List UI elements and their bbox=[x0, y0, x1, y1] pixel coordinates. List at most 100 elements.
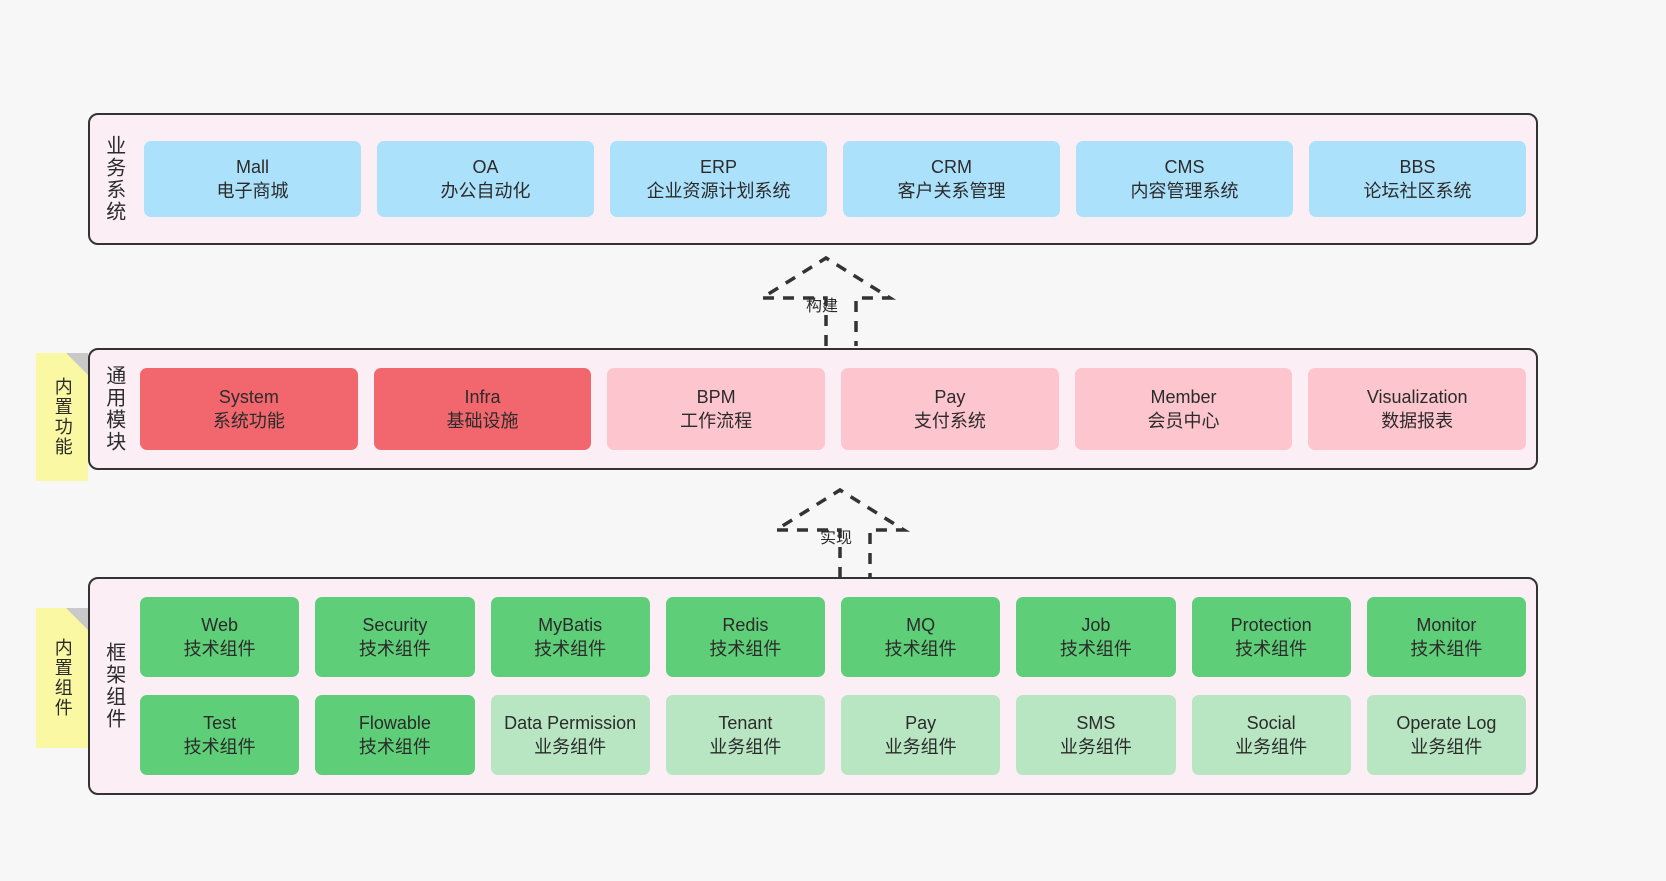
card-title: Visualization bbox=[1366, 386, 1468, 407]
card-member[interactable]: Member 会员中心 bbox=[1074, 368, 1293, 450]
card-title: Web bbox=[201, 614, 238, 635]
layer-body-framework-components: Web 技术组件 Security 技术组件 MyBatis 技术组件 Redi… bbox=[136, 579, 1536, 793]
card-infra[interactable]: Infra 基础设施 bbox=[373, 368, 592, 450]
card-title: Protection bbox=[1230, 614, 1312, 635]
card-title: Operate Log bbox=[1396, 712, 1497, 733]
card-mybatis[interactable]: MyBatis 技术组件 bbox=[490, 597, 650, 677]
card-title: Job bbox=[1081, 614, 1111, 635]
card-subtitle: 业务组件 bbox=[534, 737, 607, 757]
card-title: Tenant bbox=[718, 712, 773, 733]
card-title: BPM bbox=[696, 386, 736, 407]
card-subtitle: 技术组件 bbox=[534, 639, 607, 659]
card-row: Test 技术组件 Flowable 技术组件 Data Permission … bbox=[140, 695, 1526, 775]
card-subtitle: 技术组件 bbox=[358, 737, 431, 757]
card-subtitle: 业务组件 bbox=[1410, 737, 1483, 757]
card-tenant[interactable]: Tenant 业务组件 bbox=[665, 695, 825, 775]
card-security[interactable]: Security 技术组件 bbox=[315, 597, 475, 677]
card-title: Test bbox=[203, 712, 237, 733]
card-title: Flowable bbox=[358, 712, 431, 733]
connector-implement-label: 实现 bbox=[820, 530, 853, 547]
card-title: Security bbox=[362, 614, 428, 635]
card-oa[interactable]: OA 办公自动化 bbox=[377, 141, 594, 217]
note-fold-corner-icon bbox=[66, 608, 88, 630]
card-title: Mall bbox=[235, 156, 269, 177]
card-subtitle: 系统功能 bbox=[212, 411, 285, 431]
card-title: Redis bbox=[722, 614, 769, 635]
card-subtitle: 企业资源计划系统 bbox=[646, 181, 791, 201]
card-subtitle: 业务组件 bbox=[1235, 737, 1308, 757]
card-subtitle: 客户关系管理 bbox=[897, 181, 1006, 201]
card-mq[interactable]: MQ 技术组件 bbox=[841, 597, 1001, 677]
card-subtitle: 技术组件 bbox=[1410, 639, 1483, 659]
card-subtitle: 技术组件 bbox=[1059, 639, 1132, 659]
layer-body-common-modules: System 系统功能 Infra 基础设施 BPM 工作流程 Pay 支付系统… bbox=[136, 350, 1536, 468]
card-sms[interactable]: SMS 业务组件 bbox=[1016, 695, 1176, 775]
card-title: MQ bbox=[906, 614, 936, 635]
card-title: CMS bbox=[1164, 156, 1205, 177]
card-social[interactable]: Social 业务组件 bbox=[1191, 695, 1351, 775]
card-data-permission[interactable]: Data Permission 业务组件 bbox=[490, 695, 650, 775]
card-flowable[interactable]: Flowable 技术组件 bbox=[315, 695, 475, 775]
card-subtitle: 技术组件 bbox=[884, 639, 957, 659]
card-subtitle: 会员中心 bbox=[1147, 411, 1220, 431]
build-arrow-path bbox=[755, 255, 897, 346]
card-mall[interactable]: Mall 电子商城 bbox=[144, 141, 361, 217]
layer-title-business-system: 业务系统 bbox=[102, 135, 125, 223]
card-title: Pay bbox=[934, 386, 966, 407]
card-cms[interactable]: CMS 内容管理系统 bbox=[1076, 141, 1293, 217]
card-bpm[interactable]: BPM 工作流程 bbox=[607, 368, 826, 450]
card-redis[interactable]: Redis 技术组件 bbox=[665, 597, 825, 677]
card-subtitle: 技术组件 bbox=[1235, 639, 1308, 659]
card-operate-log[interactable]: Operate Log 业务组件 bbox=[1366, 695, 1526, 775]
note-builtin-components: 内置组件 bbox=[36, 608, 88, 748]
card-protection[interactable]: Protection 技术组件 bbox=[1191, 597, 1351, 677]
card-subtitle: 业务组件 bbox=[884, 737, 957, 757]
card-pay-component[interactable]: Pay 业务组件 bbox=[841, 695, 1001, 775]
card-subtitle: 技术组件 bbox=[709, 639, 782, 659]
card-title: CRM bbox=[931, 156, 972, 177]
connector-build-label: 构建 bbox=[806, 298, 839, 315]
connector-build: 构建 bbox=[755, 255, 908, 348]
card-subtitle: 技术组件 bbox=[183, 737, 256, 757]
note-fold-corner-icon bbox=[66, 353, 88, 375]
card-test[interactable]: Test 技术组件 bbox=[140, 695, 300, 775]
card-subtitle: 内容管理系统 bbox=[1130, 181, 1239, 201]
card-visualization[interactable]: Visualization 数据报表 bbox=[1308, 368, 1527, 450]
card-title: Monitor bbox=[1416, 614, 1477, 635]
note-text: 内置组件 bbox=[52, 638, 73, 718]
card-title: Data Permission bbox=[504, 712, 637, 733]
layer-framework-components: 框架组件 Web 技术组件 Security 技术组件 MyBatis 技术组件… bbox=[88, 577, 1538, 795]
card-subtitle: 电子商城 bbox=[216, 181, 289, 201]
card-web[interactable]: Web 技术组件 bbox=[140, 597, 300, 677]
card-title: Social bbox=[1246, 712, 1296, 733]
card-subtitle: 业务组件 bbox=[709, 737, 782, 757]
layer-title-framework-components: 框架组件 bbox=[102, 642, 125, 730]
card-title: Pay bbox=[905, 712, 937, 733]
layer-body-business-system: Mall 电子商城 OA 办公自动化 ERP 企业资源计划系统 CRM 客户关系… bbox=[136, 115, 1536, 243]
card-row: System 系统功能 Infra 基础设施 BPM 工作流程 Pay 支付系统… bbox=[140, 368, 1527, 450]
implement-arrow-path bbox=[769, 487, 911, 578]
layer-title-common-modules: 通用模块 bbox=[102, 365, 125, 453]
card-title: ERP bbox=[699, 156, 737, 177]
card-title: Infra bbox=[464, 386, 501, 407]
card-title: MyBatis bbox=[538, 614, 603, 635]
card-title: BBS bbox=[1399, 156, 1436, 177]
card-monitor[interactable]: Monitor 技术组件 bbox=[1366, 597, 1526, 677]
card-pay-module[interactable]: Pay 支付系统 bbox=[841, 368, 1059, 450]
connector-implement: 实现 bbox=[769, 487, 922, 580]
card-system[interactable]: System 系统功能 bbox=[140, 368, 358, 450]
card-title: System bbox=[218, 386, 279, 407]
card-row: Web 技术组件 Security 技术组件 MyBatis 技术组件 Redi… bbox=[140, 597, 1526, 677]
card-title: OA bbox=[472, 156, 499, 177]
note-text: 内置功能 bbox=[52, 377, 73, 457]
card-row: Mall 电子商城 OA 办公自动化 ERP 企业资源计划系统 CRM 客户关系… bbox=[144, 141, 1526, 217]
card-erp[interactable]: ERP 企业资源计划系统 bbox=[610, 141, 827, 217]
card-title: Member bbox=[1150, 386, 1217, 407]
card-subtitle: 业务组件 bbox=[1059, 737, 1132, 757]
card-subtitle: 技术组件 bbox=[183, 639, 256, 659]
card-job[interactable]: Job 技术组件 bbox=[1016, 597, 1176, 677]
card-bbs[interactable]: BBS 论坛社区系统 bbox=[1309, 141, 1526, 217]
card-crm[interactable]: CRM 客户关系管理 bbox=[843, 141, 1060, 217]
card-subtitle: 数据报表 bbox=[1381, 411, 1454, 431]
